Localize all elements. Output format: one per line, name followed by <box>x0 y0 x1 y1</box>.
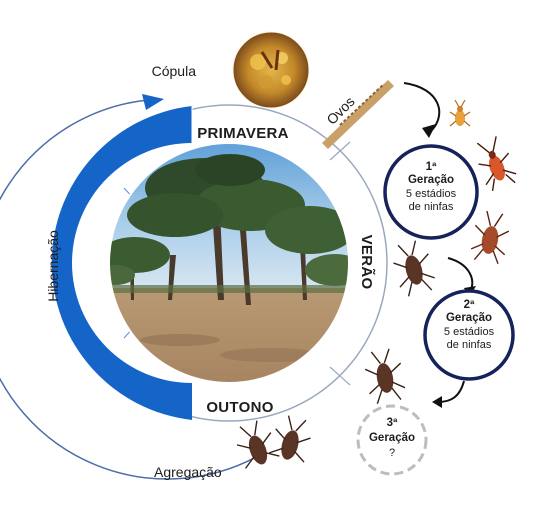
season-winter-label: INVERNO <box>85 228 102 298</box>
arrow-gen1-to-gen2 <box>447 257 474 293</box>
pine-forest-photo <box>109 143 349 383</box>
generation-3: 3ª Geração ? <box>356 404 428 476</box>
gen1-line2: de ninfas <box>409 201 454 213</box>
gen2-line1: 5 estádios <box>444 326 495 338</box>
mating-label: Cópula <box>152 63 197 79</box>
gen1-title: Geração <box>408 174 454 186</box>
winter-band <box>51 106 192 420</box>
generation-1: 1ª Geração 5 estádios de ninfas <box>383 144 479 240</box>
gen3-title: Geração <box>369 432 415 444</box>
egg-stick <box>322 80 394 149</box>
gen3-line1: ? <box>389 447 395 459</box>
nymph-red-icon <box>476 136 517 192</box>
gen1-number: 1ª <box>426 161 437 173</box>
arrow-eggs-to-gen1-head <box>422 124 436 138</box>
aggregation-label: Agregação <box>154 464 222 480</box>
aggregation-bug-2-icon <box>269 415 311 463</box>
divider-summer-autumn <box>329 366 351 386</box>
hibernation-arc <box>0 99 259 480</box>
gen1-line1: 5 estádios <box>406 188 457 200</box>
divider-spring-summer <box>329 141 351 161</box>
gen2-line2: de ninfas <box>447 339 492 351</box>
aggregation-bug-1-icon <box>236 420 280 469</box>
gen2-title: Geração <box>446 312 492 324</box>
nymph-brown-icon <box>470 210 510 264</box>
season-autumn-label: OUTONO <box>206 399 273 416</box>
nymph-small-orange-icon <box>449 99 471 127</box>
hibernation-arrowhead <box>142 94 164 110</box>
season-spring-label: PRIMAVERA <box>197 125 289 142</box>
adult-bug-icon <box>393 240 435 297</box>
generation-2: 2ª Geração 5 estádios de ninfas <box>423 289 515 381</box>
gen2-number: 2ª <box>464 299 475 311</box>
mating-photo <box>232 31 310 109</box>
arrow-gen2-to-gen3-head <box>432 396 442 408</box>
gen3-number: 3ª <box>387 417 398 429</box>
photo-border <box>108 142 350 384</box>
season-summer-label: VERÃO <box>358 235 376 290</box>
hibernation-label: Hibernação <box>45 230 61 302</box>
adult-bug-2-icon <box>364 348 406 404</box>
